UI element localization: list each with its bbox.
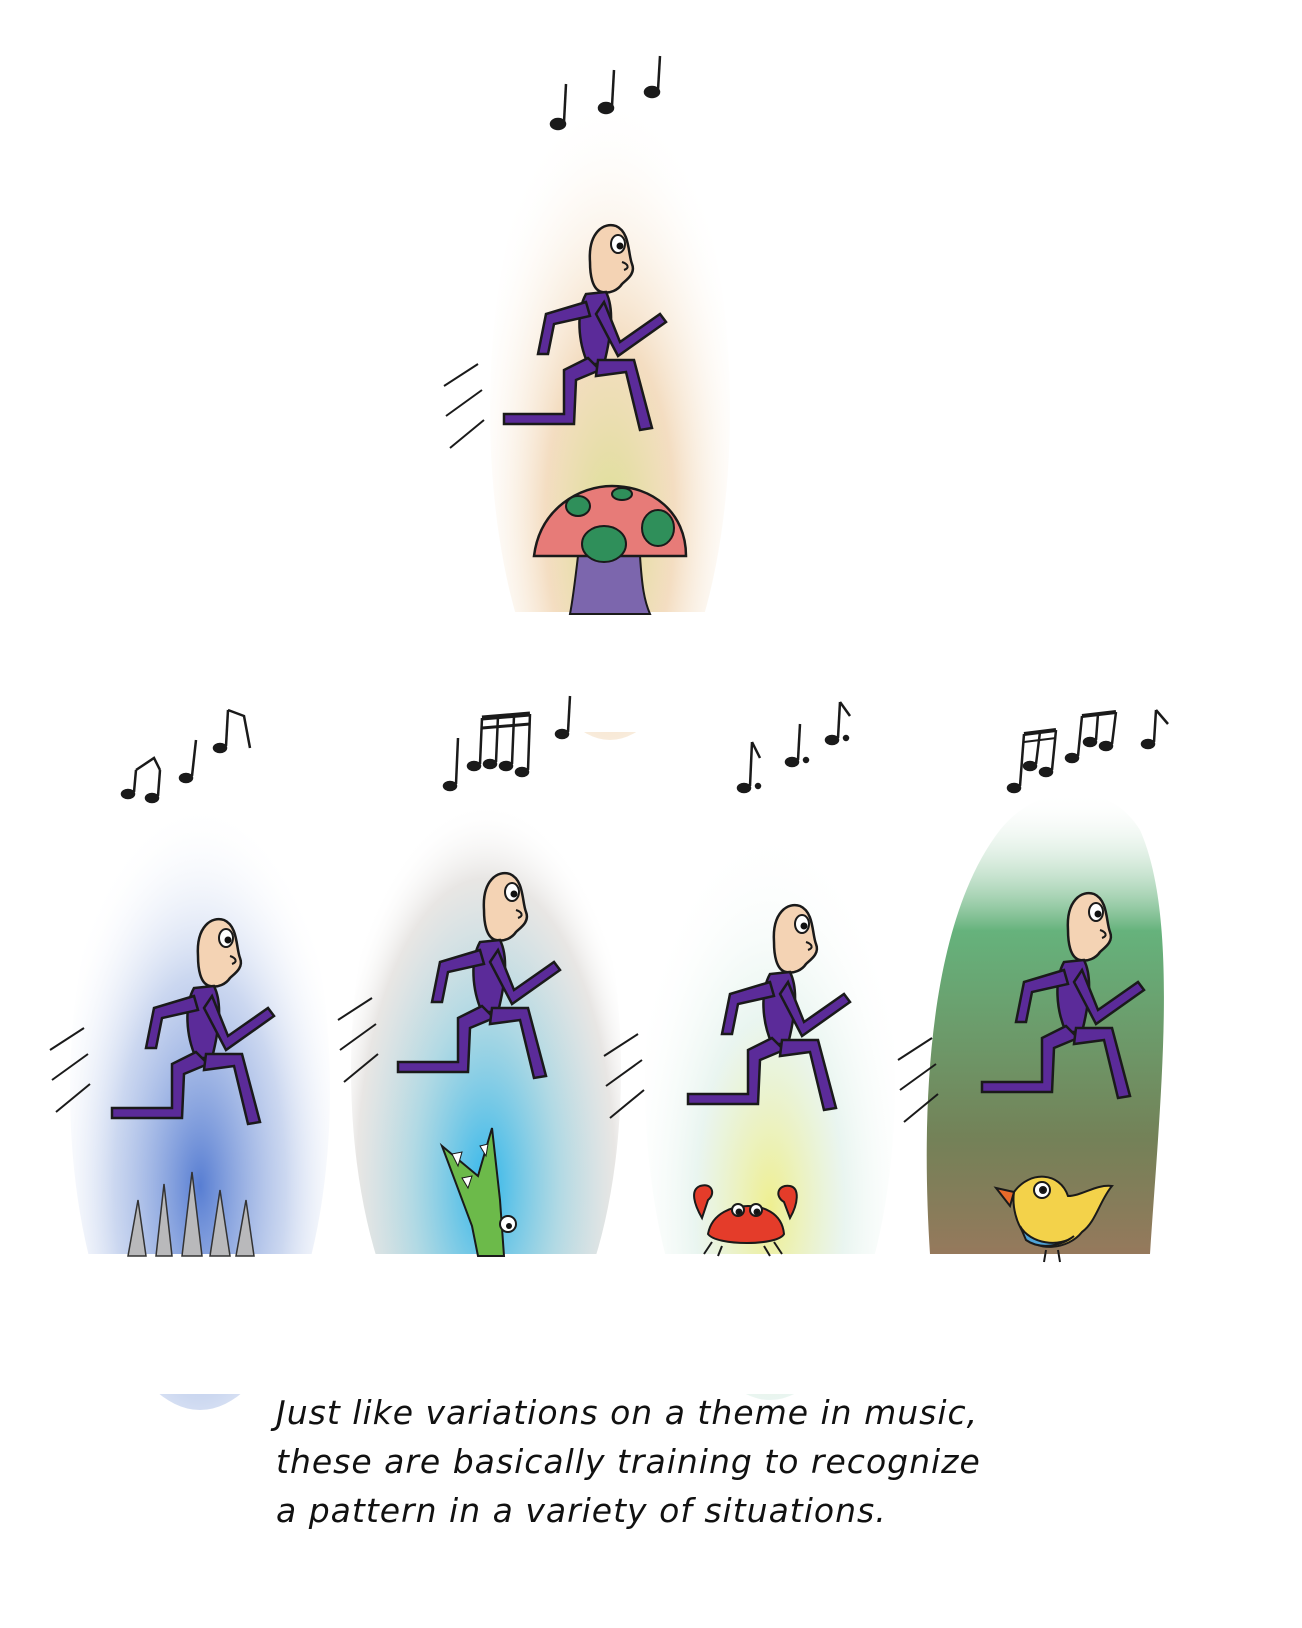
speed-lines <box>443 363 485 449</box>
caption-line-1: Just like variations on a theme in music… <box>276 1393 979 1432</box>
panel-bird <box>897 709 1169 1263</box>
caption-line-3: a pattern in a variety of situations. <box>276 1491 887 1530</box>
music-notes-1 <box>120 708 252 804</box>
bird-icon <box>993 1175 1114 1263</box>
panel-spikes <box>49 708 350 1410</box>
music-notes-3 <box>736 701 852 794</box>
panel-mushroom <box>443 55 740 740</box>
mushroom-icon <box>532 484 688 615</box>
spikes-icon <box>127 1171 255 1257</box>
caption-line-2: these are basically training to recogniz… <box>276 1442 981 1481</box>
crab-icon <box>693 1184 798 1257</box>
caption: Just like variations on a theme in music… <box>276 1388 1036 1535</box>
panel-crocodile <box>337 695 640 1394</box>
music-notes-top <box>549 55 662 131</box>
music-notes-4 <box>1006 709 1169 794</box>
panel-crab <box>603 701 920 1400</box>
crocodile-icon <box>439 1127 517 1257</box>
music-notes-2 <box>442 695 572 792</box>
